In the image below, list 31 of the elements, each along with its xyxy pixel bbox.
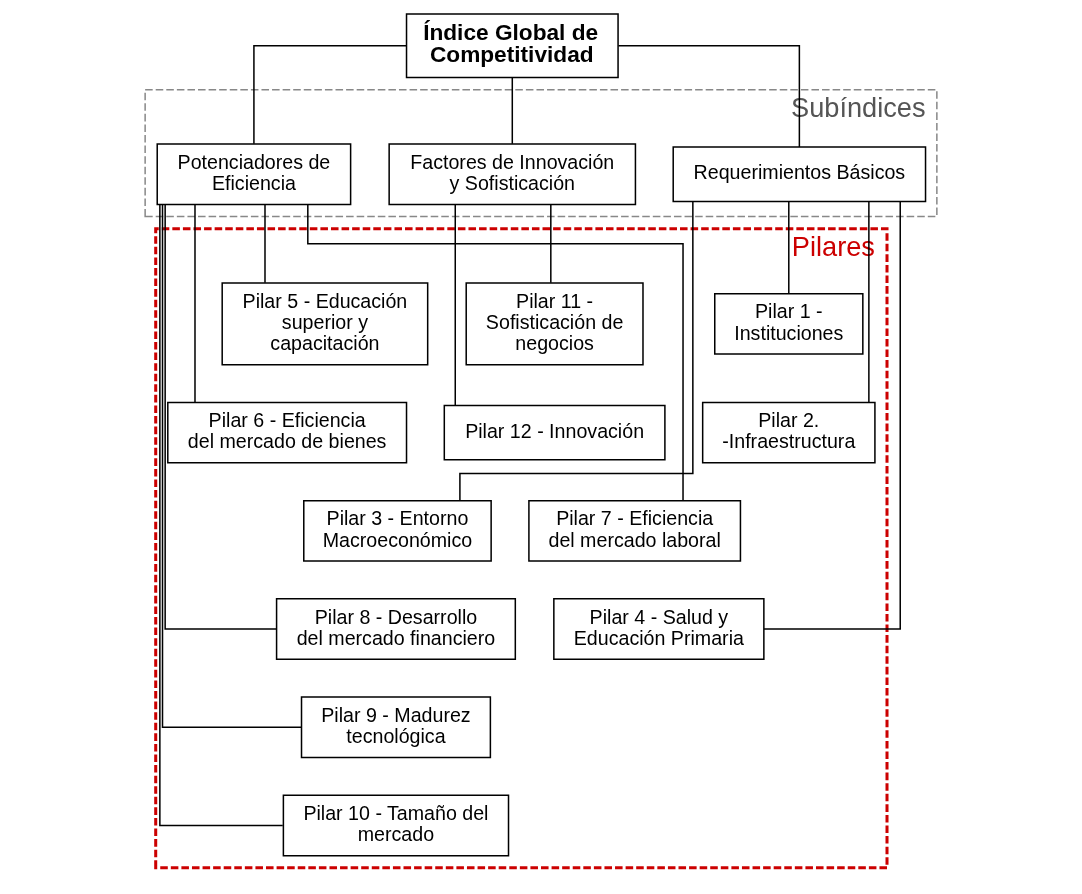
node-box: Potenciadores de Eficiencia [156, 143, 352, 206]
node-box: Pilar 2. -Infraestructura [701, 401, 876, 464]
connector [164, 204, 278, 630]
connector [459, 201, 694, 501]
connector [550, 203, 552, 284]
node-box: Pilar 7 - Eficiencia del mercado laboral [528, 499, 742, 562]
connector [161, 204, 302, 729]
connector [763, 201, 901, 630]
node-box: Pilar 10 - Tamaño del mercado [282, 794, 510, 857]
connector [264, 203, 266, 284]
node-box: Pilar 8 - Desarrollo del mercado financiero [275, 598, 517, 661]
connector [617, 45, 801, 148]
connector [454, 204, 456, 406]
node-box: Pilar 11 - Sofisticación de negocios [465, 282, 644, 366]
node-box: Pilar 5 - Educación superior y capacitación [221, 282, 429, 366]
node-box: Pilar 4 - Salud y Educación Primaria [553, 598, 765, 661]
connector [511, 76, 514, 145]
node-box: Pilar 9 - Madurez tecnológica [300, 696, 492, 759]
node-box: Pilar 12 - Innovación [443, 404, 666, 461]
node-box: Pilar 3 - Entorno Macroeconómico [303, 499, 492, 562]
connector [788, 200, 790, 295]
connector [307, 203, 684, 501]
connector [253, 45, 408, 145]
node-box: Índice Global de Competitividad [405, 13, 619, 79]
node-box: Requerimientos Básicos [672, 146, 927, 203]
node-box: Pilar 1 - Instituciones [714, 292, 864, 355]
connector [159, 204, 284, 827]
connector [868, 201, 870, 404]
node-box: Factores de Innovación y Sofisticación [388, 143, 637, 206]
connector [194, 204, 196, 403]
node-box: Pilar 6 - Eficiencia del mercado de bienes [167, 401, 408, 464]
